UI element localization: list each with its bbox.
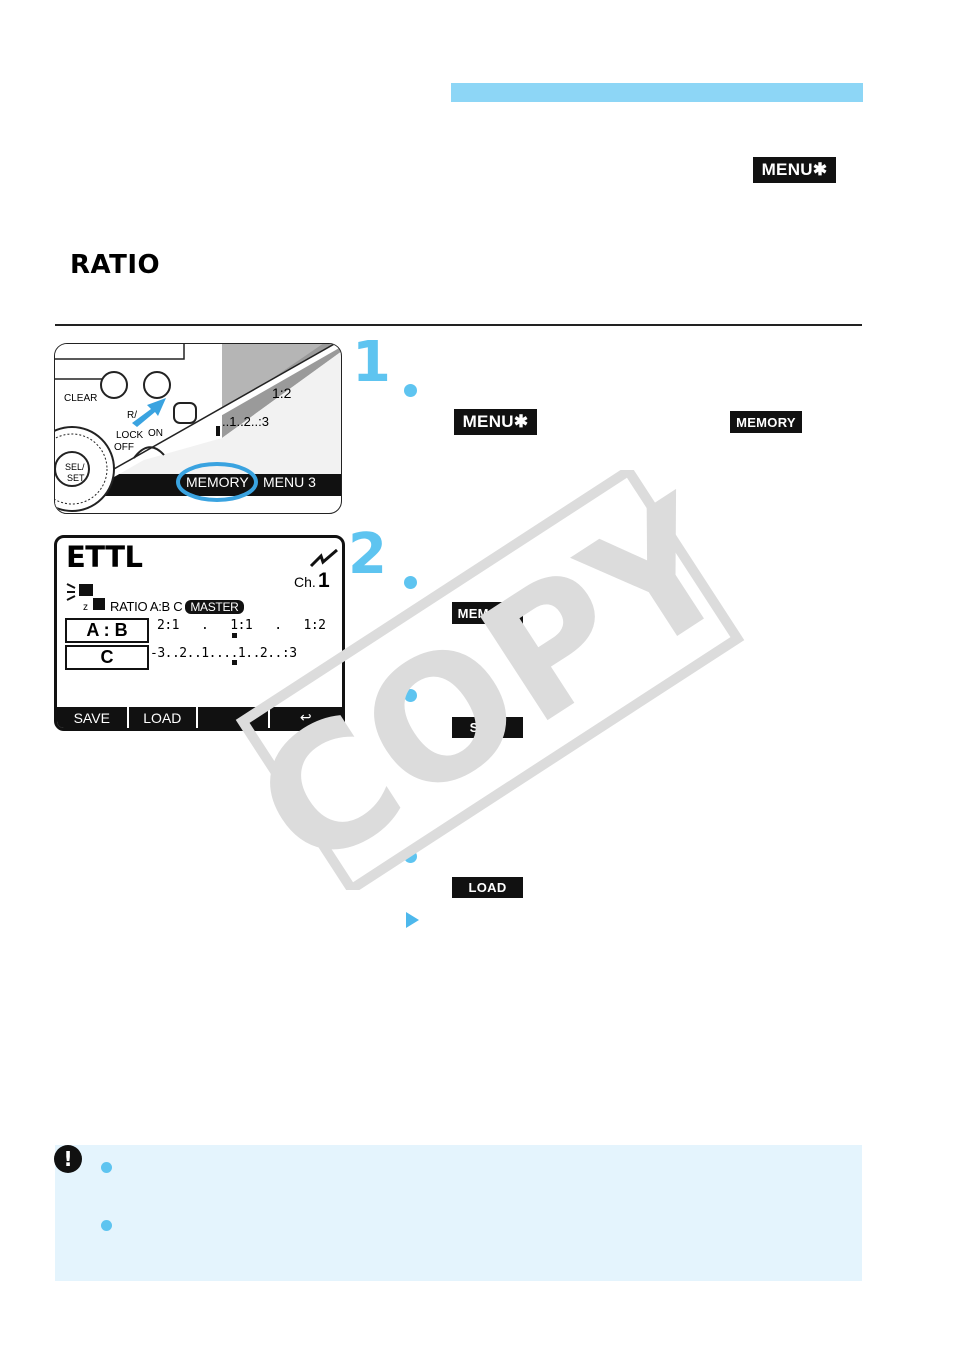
lcd-ab-box: A : B	[65, 618, 149, 643]
flash-photo: CLEAR R/ LOCK OFF ON SEL/ SET 1:2 ..1..2…	[54, 343, 342, 514]
step-2-bullet-1	[404, 576, 417, 589]
r-label: R/	[127, 410, 137, 421]
step-2-number: 2	[348, 522, 387, 587]
lcd-master-badge: MASTER	[185, 600, 244, 614]
lcd-softkey-bar: SAVE LOAD ↩	[57, 707, 342, 728]
lcd-ratio-label: RATIO A:B C	[110, 599, 183, 614]
step-2-bullet-3	[404, 850, 417, 863]
step-2-bullet-2	[404, 689, 417, 702]
caution-bullet-2	[101, 1220, 112, 1231]
lock-label: LOCK	[116, 430, 144, 441]
step-2-result-arrow-2	[406, 912, 419, 928]
photo-menu-softkey: MENU 3	[263, 474, 316, 490]
step-1-menu-tag: MENU✱	[454, 409, 537, 435]
wireless-icon	[309, 548, 338, 568]
step-2-memory-tag: MEMORY	[452, 602, 523, 624]
lcd-softkey-return: ↩	[299, 709, 312, 725]
step-1-memory-tag: MEMORY	[730, 411, 802, 433]
lcd-c-scale: -3..2..1....1..2..:3	[150, 646, 297, 661]
off-label: OFF	[114, 442, 134, 453]
photo-scale-label: ..1..2..:3	[222, 414, 269, 429]
divider	[55, 324, 862, 326]
photo-ratio-label: 1:2	[272, 385, 292, 401]
lcd-softkey-load: LOAD	[129, 707, 199, 728]
photo-memory-softkey: MEMORY	[186, 474, 249, 490]
clear-label: CLEAR	[64, 393, 98, 404]
lcd-ab-scale: 2:1 . 1:1 . 1:2	[157, 618, 326, 633]
caution-panel	[55, 1145, 862, 1281]
step-2-load-tag: LOAD	[452, 877, 523, 898]
menu-tag: MENU✱	[753, 157, 836, 183]
flash-photo-svg	[54, 343, 342, 514]
lcd-mode: ETTL	[66, 540, 143, 574]
step-1-bullet-1	[404, 384, 417, 397]
on-label: ON	[148, 428, 163, 439]
lcd-c-box: C	[65, 645, 149, 670]
set-label: SET	[67, 473, 85, 483]
lcd-c-marker	[232, 660, 237, 665]
step-2-save-tag: SAVE	[452, 717, 523, 738]
lcd-ch-value: 1	[318, 569, 330, 592]
caution-icon: !	[54, 1145, 82, 1173]
lcd-softkey-save: SAVE	[57, 707, 129, 728]
caution-bullet-1	[101, 1162, 112, 1173]
svg-text:z: z	[83, 602, 88, 613]
step-2-result-arrow-1	[406, 752, 419, 768]
lcd-ab-marker	[232, 633, 237, 638]
section-heading: RATIO	[70, 250, 161, 280]
master-flash-icon: z	[66, 583, 105, 613]
sel-label: SEL/	[65, 462, 85, 472]
lcd-softkey-empty	[198, 707, 270, 728]
section-bar	[451, 83, 863, 102]
step-1-number: 1	[352, 330, 391, 395]
lcd-ch-label: Ch.	[294, 574, 316, 590]
